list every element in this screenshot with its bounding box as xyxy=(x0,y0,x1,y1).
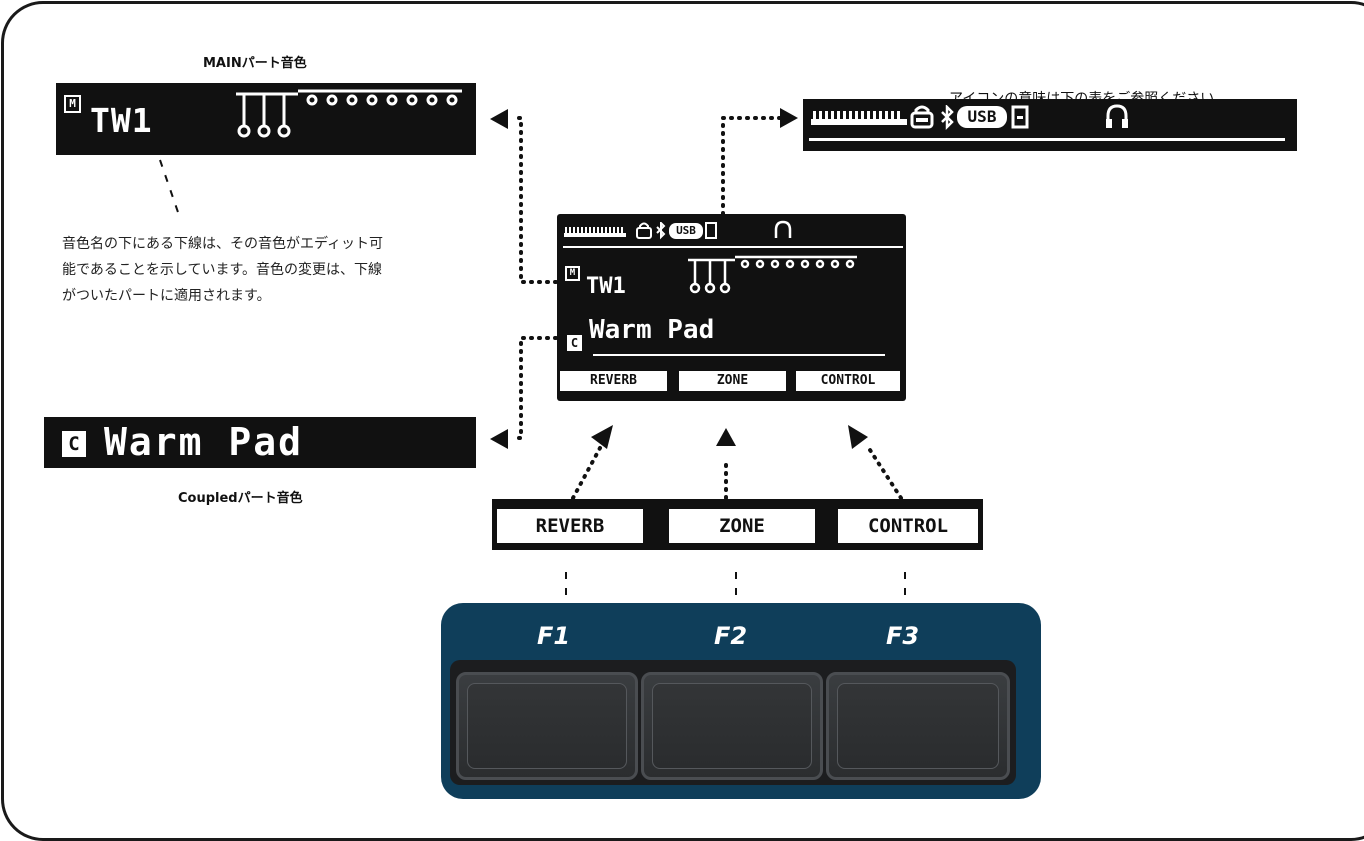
note-line-2: 能であることを示しています。音色の変更は、下線 xyxy=(62,262,383,278)
coupled-part-caption: Coupledパート音色 xyxy=(178,491,303,506)
lcd-softkey-zone: ZONE xyxy=(679,371,786,391)
main-part-arrowhead xyxy=(490,109,508,129)
memory-icon xyxy=(705,222,717,239)
coupled-part-icon: C xyxy=(62,431,86,457)
usb-icon: USB xyxy=(669,223,703,239)
main-part-connector xyxy=(510,116,558,284)
lock-icon xyxy=(636,222,652,239)
coupled-underline xyxy=(593,354,885,356)
f3-button[interactable] xyxy=(826,672,1010,780)
note-line-1: 音色名の下にある下線は、その音色がエディット可 xyxy=(62,236,384,252)
f1-button[interactable] xyxy=(456,672,638,780)
f3-label: F3 xyxy=(886,622,920,650)
main-part-caption: MAINパート音色 xyxy=(203,56,307,71)
lcd-status-divider xyxy=(563,246,903,248)
note-line-3: がついたパートに適用されます。 xyxy=(62,288,271,304)
softkey-reverb: REVERB xyxy=(497,509,643,543)
connector-overlay xyxy=(159,108,906,603)
drawbar-icon xyxy=(236,89,462,138)
f1-label: F1 xyxy=(537,622,571,650)
status-bar-zoom-display: USB xyxy=(803,99,1297,151)
reverb-arrowhead xyxy=(591,425,613,449)
keyboard-icon xyxy=(564,227,626,237)
status-bar-connector xyxy=(721,116,782,216)
coupled-part-icon: C xyxy=(567,335,582,351)
main-part-icon: M xyxy=(565,266,580,281)
f2-label: F2 xyxy=(714,622,748,650)
bluetooth-icon xyxy=(941,105,954,131)
status-bar-arrowhead xyxy=(780,108,798,128)
f2-button[interactable] xyxy=(641,672,823,780)
control-connector xyxy=(868,448,903,500)
lcd-softkey-reverb: REVERB xyxy=(560,371,667,391)
usb-icon: USB xyxy=(957,106,1007,128)
note-leader xyxy=(159,159,181,219)
coupled-tone-name: Warm Pad xyxy=(104,420,304,464)
drawbar-icon xyxy=(688,255,857,294)
lcd-softkey-control: CONTROL xyxy=(796,371,900,391)
lock-icon xyxy=(910,105,934,129)
reverb-connector xyxy=(571,446,602,500)
coupled-part-connector xyxy=(510,336,558,440)
keyboard-icon xyxy=(811,111,907,125)
main-lcd: USB M TW1 C Warm Pad REVERB ZONE CONTROL xyxy=(557,214,906,401)
main-part-icon: M xyxy=(64,95,81,113)
main-tone-name: TW1 xyxy=(90,101,153,140)
softkey-control: CONTROL xyxy=(838,509,978,543)
coupled-tone-name: Warm Pad xyxy=(589,315,715,345)
zone-arrowhead xyxy=(716,428,736,446)
main-tone-name: TW1 xyxy=(586,274,626,299)
softkey-zone: ZONE xyxy=(669,509,815,543)
memory-icon xyxy=(1011,105,1029,129)
underline-note: 音色名の下にある下線は、その音色がエディット可 能であることを示しています。音色… xyxy=(62,231,383,309)
coupled-part-arrowhead xyxy=(490,429,508,449)
bluetooth-icon xyxy=(656,222,666,240)
coupled-part-zoom-display: C Warm Pad xyxy=(44,417,476,468)
main-part-zoom-display: M TW1 xyxy=(56,83,476,155)
softkey-zoom-strip: REVERB ZONE CONTROL xyxy=(492,499,983,550)
headphones-icon xyxy=(1106,104,1128,128)
headphones-icon xyxy=(774,220,792,238)
status-underline xyxy=(809,138,1285,141)
control-arrowhead xyxy=(848,425,868,449)
